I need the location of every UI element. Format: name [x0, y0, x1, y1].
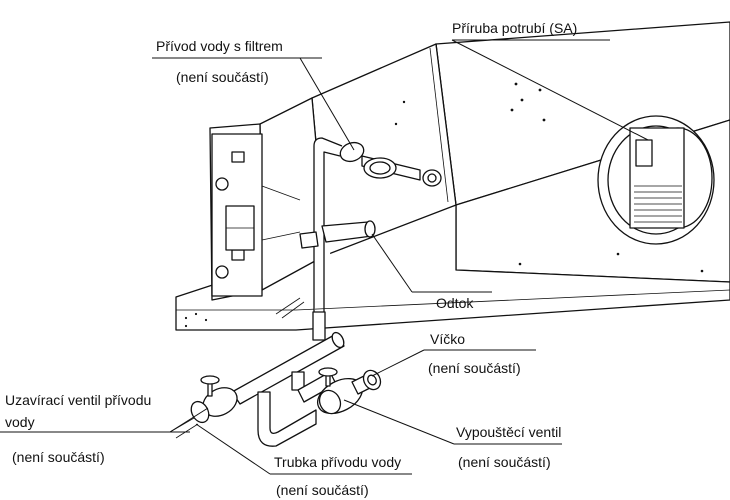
cap-note: (není součástí) — [428, 360, 521, 376]
shutoff-valve-label-line2: vody — [5, 414, 35, 430]
water-inlet-filter-note: (není součástí) — [176, 69, 269, 85]
water-inlet-filter-label: Přívod vody s filtrem — [156, 38, 283, 54]
shutoff-valve-note: (není součástí) — [12, 449, 105, 465]
drain-outlet — [275, 220, 376, 319]
shutoff-valve — [169, 375, 238, 439]
shutoff-valve-label-line1: Uzavírací ventil přívodu — [5, 392, 151, 408]
drain-valve — [317, 367, 375, 415]
cap-label: Víčko — [430, 331, 465, 347]
drain-label: Odtok — [436, 295, 474, 311]
supply-pipe-note: (není součástí) — [276, 482, 369, 498]
drain-valve-label: Vypouštěcí ventil — [456, 424, 561, 440]
flange-damper-slats — [634, 185, 682, 223]
leader-lines — [0, 39, 649, 475]
duct-flange — [597, 115, 715, 245]
side-panel — [211, 133, 301, 297]
flange-label: Příruba potrubí (SA) — [452, 20, 577, 36]
cap — [362, 369, 382, 391]
drain-valve-note: (není součástí) — [458, 454, 551, 470]
supply-pipe-label: Trubka přívodu vody — [274, 454, 401, 470]
